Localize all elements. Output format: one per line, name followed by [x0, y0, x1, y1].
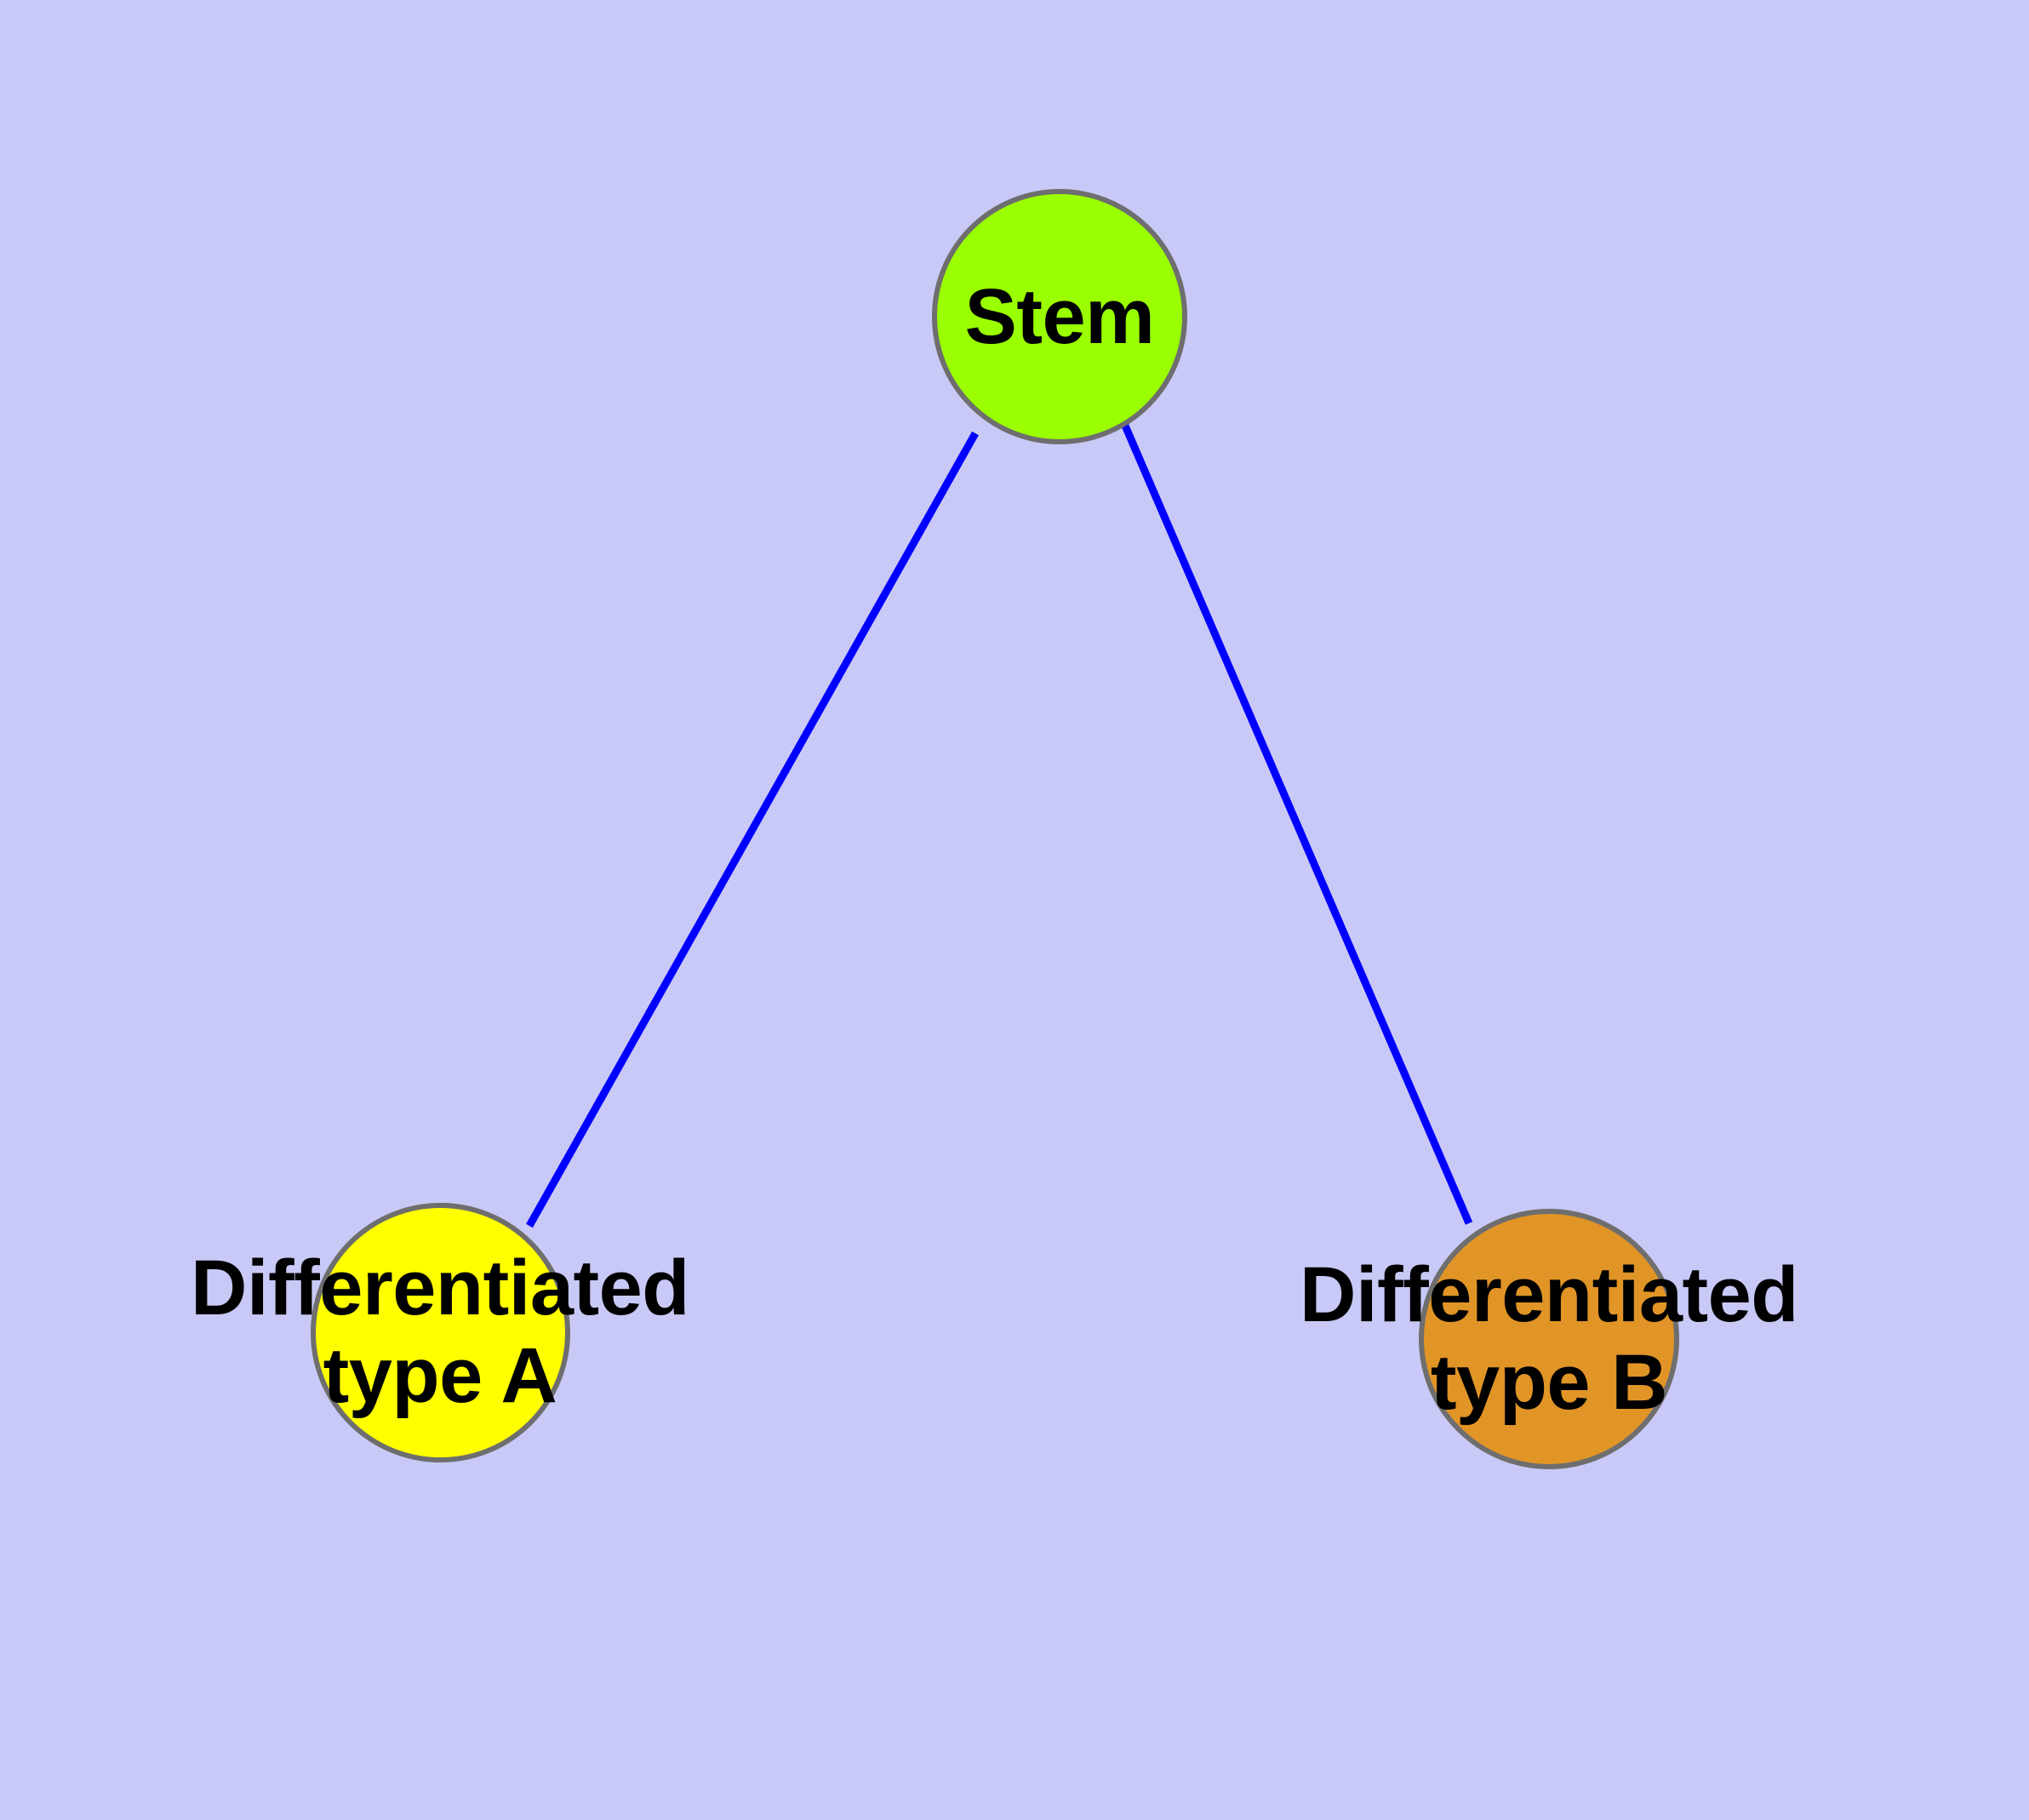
edge-stem-to-type-a — [526, 431, 979, 1228]
node-differentiated-type-a[interactable] — [310, 1202, 570, 1462]
node-stem[interactable] — [932, 189, 1187, 444]
edge-stem-to-type-b — [1121, 424, 1473, 1225]
node-differentiated-type-b[interactable] — [1419, 1209, 1679, 1469]
